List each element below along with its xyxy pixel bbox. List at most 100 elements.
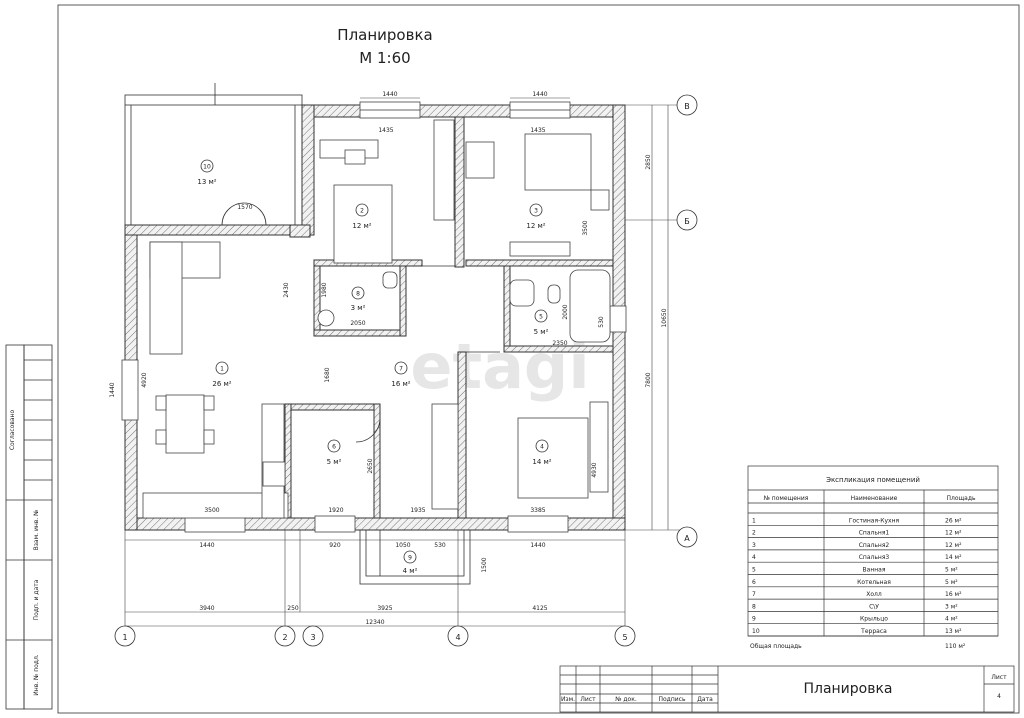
dim-3500-bottom: 3500 [204,507,219,514]
table-cell: 3 м² [945,603,958,610]
table-cell: С\У [869,603,879,610]
table-total-value: 110 м² [945,643,966,650]
dim-4920: 4920 [141,372,148,387]
room-marker-4 [535,439,549,453]
sheet-frame [57,4,1020,714]
table-cell: 2 [752,530,756,537]
table-header-name: Наименование [851,495,898,502]
dim-bottom-1500: 1500 [481,557,488,572]
axis-marker-5 [614,625,636,647]
room-1-area: 26 м² [212,380,231,388]
axis-label-b: Б [684,217,690,226]
axis-label-2: 2 [282,633,287,642]
axis-marker-v [676,94,698,116]
dim-1980: 1980 [321,282,328,297]
stamp-col-sign: Подпись [659,696,686,703]
room-10-area: 13 м² [197,178,216,186]
dim-4930: 4930 [591,462,598,477]
axis-label-v: В [684,102,690,111]
room-6-id: 6 [332,444,336,451]
dim-1920: 1920 [328,507,343,514]
side-label-replace: Взам. инв. № [33,510,40,551]
table-cell: Ванная [863,567,886,574]
dim-1435-a: 1435 [378,127,393,134]
room-7-area: 16 м² [391,380,410,388]
axis-marker-a [676,526,698,548]
room-3-area: 12 м² [526,222,545,230]
dim-2000: 2000 [562,304,569,319]
table-cell: 4 м² [945,616,958,623]
table-cell: Крыльцо [860,616,888,623]
axis-markers: 1 2 3 4 5 В Б А [114,94,698,647]
dim-1570: 1570 [237,204,252,211]
dim-bottom-530: 530 [434,542,446,549]
dim-250: 250 [287,605,299,612]
room-marker-5 [534,309,548,323]
room-8-area: 3 м² [351,304,366,312]
watermark: etagi [410,330,589,403]
axis-label-5: 5 [622,633,627,642]
dim-top-1440-b: 1440 [532,91,547,98]
table-cell: 4 [752,554,756,561]
table-caption: Экспликация помещений [826,476,920,484]
room-marker-10 [200,159,214,173]
axis-marker-4 [447,625,469,647]
plan-title: Планировка [337,26,432,44]
room-4-area: 14 м² [532,458,551,466]
table-cell: 16 м² [945,591,962,598]
table-cell: 1 [752,517,756,524]
axis-marker-3 [302,625,324,647]
table-cell: Холл [866,591,882,598]
dim-3940: 3940 [199,605,214,612]
room-2-area: 12 м² [352,222,371,230]
side-label-inv: Инв. № подл. [33,654,40,695]
stamp-sheet-label: Лист [991,674,1007,681]
room-7-id: 7 [399,366,403,373]
dim-1680: 1680 [324,367,331,382]
stamp-title: Планировка [803,681,892,697]
room-10-id: 10 [203,164,211,171]
axis-label-1: 1 [122,633,127,642]
right-dimensions: 2850 10650 7800 [625,104,680,531]
table-header-num: № помещения [764,495,809,502]
dim-3925: 3925 [377,605,392,612]
axis-marker-2 [274,625,296,647]
side-stamp: Согласовано Взам. инв. № Подп. и дата Ин… [5,344,53,710]
furniture [142,119,611,519]
room-marker-2 [355,203,369,217]
table-cell: 3 [752,542,756,549]
stamp-sheet-value: 4 [997,693,1001,700]
dim-2430: 2430 [283,282,290,297]
room-2-id: 2 [360,208,364,215]
dim-bottom-1050: 1050 [395,542,410,549]
table-cell: 12 м² [945,530,962,537]
table-cell: 14 м² [945,554,962,561]
dim-bottom-920: 920 [329,542,341,549]
axis-label-a: А [684,534,690,543]
table-cell: 7 [752,591,756,598]
porch [359,529,471,585]
axis-label-4: 4 [455,633,460,642]
dim-2050: 2050 [350,320,365,327]
windows [121,101,627,533]
table-cell: 5 м² [945,567,958,574]
dim-12340: 12340 [365,619,384,626]
room-marker-3 [529,203,543,217]
room-9-area: 4 м² [403,567,418,575]
table-cell: 9 [752,616,756,623]
side-label-sign: Подп. и дата [33,579,40,620]
stamp-col-doc: № док. [615,696,637,703]
axis-marker-1 [114,625,136,647]
table-header-area: Площадь [946,495,975,502]
dim-top-1440-a: 1440 [382,91,397,98]
room-marker-7 [394,361,408,375]
room-schedule-table: Экспликация помещений № помещения Наимен… [747,465,999,650]
side-label-agreed: Согласовано [9,410,16,451]
table-cell: 12 м² [945,542,962,549]
dim-1435-b: 1435 [530,127,545,134]
dim-bottom-1440-b: 1440 [530,542,545,549]
table-cell: 5 [752,567,756,574]
dim-2850: 2850 [645,154,652,169]
